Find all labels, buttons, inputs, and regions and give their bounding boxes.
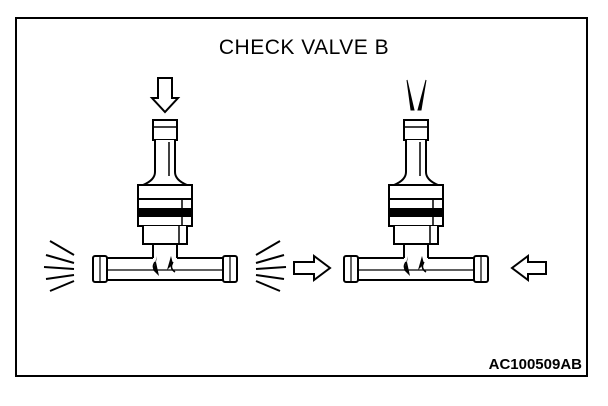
figure-frame — [15, 17, 588, 377]
valve-right-closed — [343, 119, 489, 283]
outflow-burst-right — [255, 240, 287, 292]
flow-in-arrow-down — [149, 77, 181, 114]
figure-code: AC100509AB — [488, 356, 582, 373]
valve-left-open — [92, 119, 238, 283]
blocked-flow-indicator — [406, 79, 427, 111]
flow-in-arrow-left — [510, 254, 547, 282]
outflow-burst-left — [43, 240, 75, 292]
diagram-title: CHECK VALVE B — [218, 36, 390, 59]
flow-in-arrow-right — [293, 254, 332, 282]
